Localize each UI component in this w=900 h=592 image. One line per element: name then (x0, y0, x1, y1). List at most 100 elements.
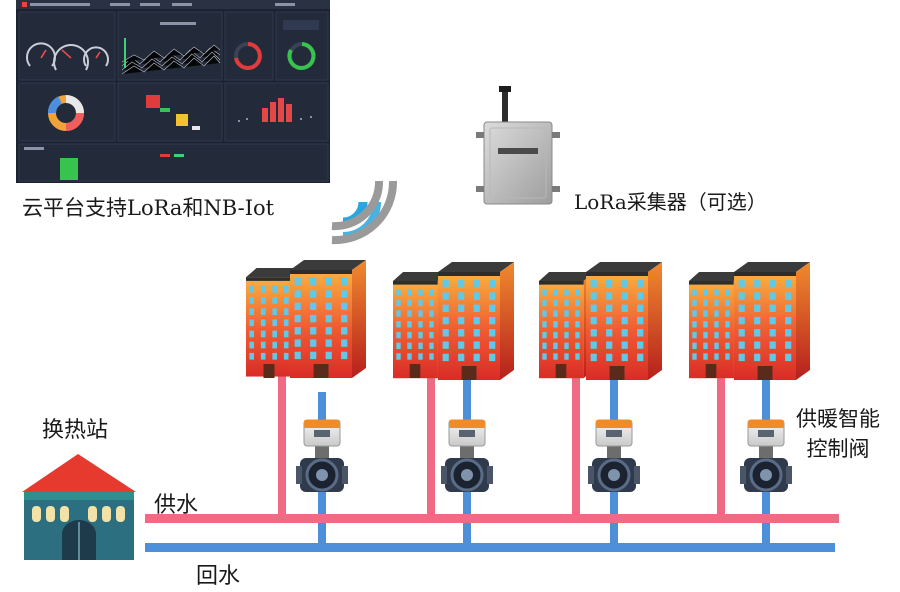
cloud-platform-label: 云平台支持LoRa和NB-Iot (22, 196, 275, 220)
window (310, 302, 317, 310)
window (429, 310, 434, 317)
window (703, 321, 708, 328)
window (637, 341, 644, 349)
window (272, 330, 277, 338)
window (575, 321, 580, 328)
window (341, 327, 348, 335)
building-door (263, 364, 275, 378)
valve-label-line1: 供暖智能 (796, 407, 880, 431)
window (692, 353, 697, 360)
window (621, 292, 628, 300)
window (714, 299, 719, 307)
window (283, 297, 289, 304)
window (473, 316, 480, 325)
window (785, 341, 792, 349)
building-door (409, 364, 421, 378)
window (621, 316, 628, 325)
valve-label-line2: 控制阀 (806, 437, 870, 461)
window (692, 289, 697, 296)
supply-pipe (145, 370, 839, 523)
window (542, 289, 547, 296)
window (489, 280, 496, 288)
window (473, 304, 480, 312)
window (590, 316, 597, 325)
building-door (555, 364, 567, 378)
window (738, 292, 745, 300)
window (325, 302, 332, 310)
window (575, 353, 580, 360)
window (575, 331, 580, 339)
window (325, 339, 332, 347)
window (703, 353, 708, 360)
window (725, 299, 730, 307)
window (429, 331, 434, 339)
window (473, 353, 480, 362)
window (606, 341, 613, 349)
window (310, 278, 317, 286)
window (590, 341, 597, 349)
window (325, 327, 332, 335)
lora-collector-box (476, 86, 560, 205)
window (260, 297, 266, 304)
window (249, 297, 254, 304)
building-windows (249, 278, 792, 380)
window (575, 289, 580, 296)
window (249, 286, 254, 293)
window (294, 351, 301, 360)
window (754, 329, 761, 337)
window (754, 292, 761, 300)
valve-icon (294, 418, 350, 494)
building-door (705, 364, 717, 378)
valve-icon (586, 418, 642, 494)
window (407, 310, 412, 317)
window (553, 289, 558, 296)
window (703, 310, 708, 317)
return-water-label: 回水 (196, 564, 241, 589)
window (785, 280, 792, 288)
window (738, 280, 745, 288)
window (489, 316, 496, 325)
window (564, 321, 569, 328)
supply-water-label: 供水 (154, 493, 199, 518)
window (575, 310, 580, 317)
window (341, 302, 348, 310)
window (418, 289, 423, 296)
window (407, 353, 412, 360)
window (294, 278, 301, 286)
window (418, 353, 423, 360)
window (442, 292, 449, 300)
window (272, 308, 277, 315)
window (754, 353, 761, 362)
window (769, 329, 776, 337)
window (442, 304, 449, 312)
window (272, 341, 277, 349)
window (418, 310, 423, 317)
window (692, 331, 697, 339)
window (473, 329, 480, 337)
window (489, 329, 496, 337)
window (553, 299, 558, 307)
window (590, 353, 597, 362)
window (396, 342, 401, 349)
window (692, 321, 697, 328)
window (407, 331, 412, 339)
window (575, 342, 580, 349)
window (553, 342, 558, 349)
window (458, 329, 465, 337)
window (553, 310, 558, 317)
window (325, 314, 332, 323)
window (407, 289, 412, 296)
window (341, 278, 348, 286)
window (294, 327, 301, 335)
window (283, 341, 289, 349)
window (294, 339, 301, 347)
window (407, 299, 412, 307)
window (310, 351, 317, 360)
window (606, 280, 613, 288)
window (692, 342, 697, 349)
window (575, 299, 580, 307)
window (714, 353, 719, 360)
valve-icon (439, 418, 495, 494)
window (725, 321, 730, 328)
window (725, 331, 730, 339)
